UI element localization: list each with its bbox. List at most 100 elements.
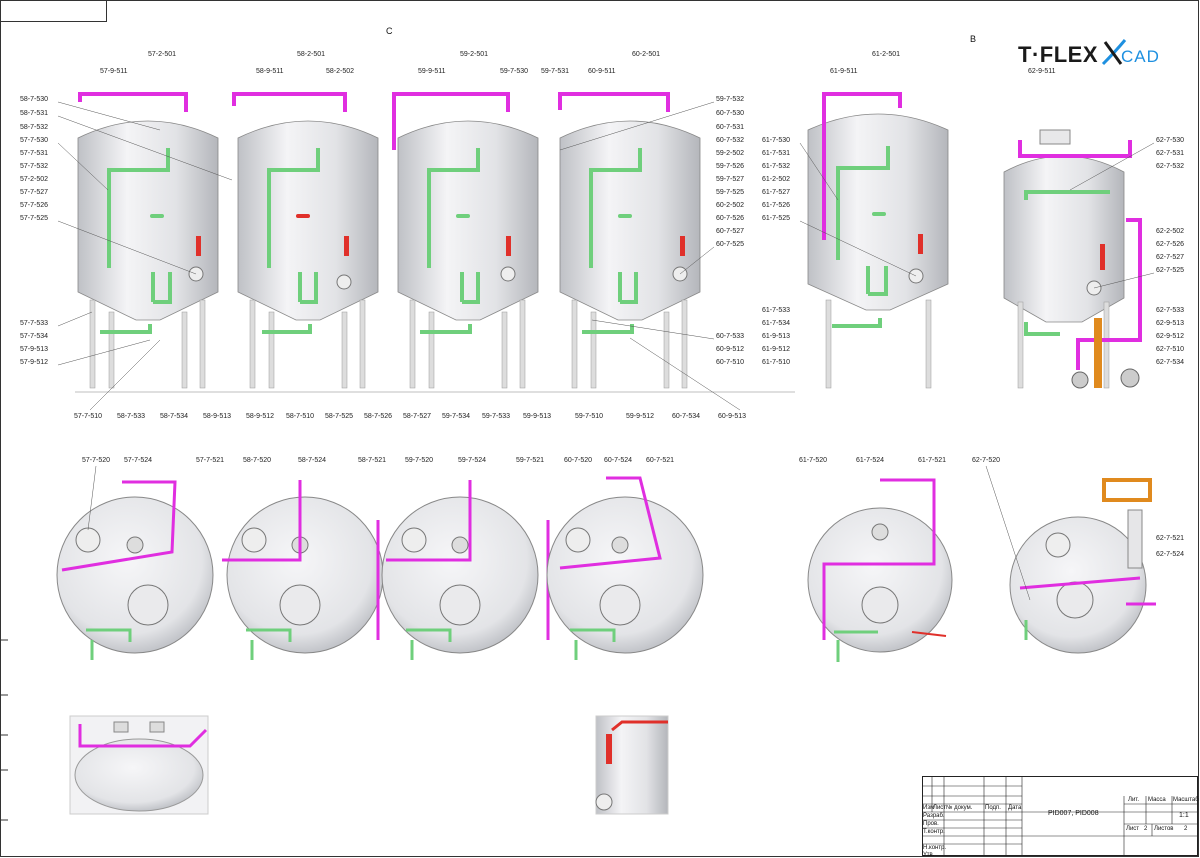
label: 59-9-512 <box>626 413 654 420</box>
label: 62-7-525 <box>1156 267 1184 274</box>
label: 58-7-532 <box>20 124 48 131</box>
label: 59-7-510 <box>575 413 603 420</box>
label: 59-7-521 <box>516 457 544 464</box>
label: 62-7-521 <box>1156 535 1184 542</box>
sheet-label: Лист <box>1126 826 1140 832</box>
sheets-label: Листов <box>1154 826 1174 832</box>
label: 57-9-511 <box>100 68 128 75</box>
labels-t57-top: 57-2-501 57-9-511 <box>100 51 176 75</box>
header-lit: Лит. <box>1128 797 1140 803</box>
tflex-logo: T·FLEX CAD <box>1018 38 1168 72</box>
labels-mid-right: 59-7-532 60-7-530 60-7-531 60-7-532 59-2… <box>716 96 744 248</box>
labels-t58-top: 58-2-501 58-9-511 58-2-502 <box>256 51 354 75</box>
label: 62-7-520 <box>972 457 1000 464</box>
label: 62-7-527 <box>1156 254 1184 261</box>
title-block: Изм Лист № докум. Подп. Дата Разраб. Про… <box>922 776 1199 858</box>
logo-swoosh-icon <box>1101 39 1127 66</box>
row-prov: Пров. <box>923 821 939 827</box>
label: 57-7-520 <box>82 457 110 464</box>
label: 59-7-532 <box>716 96 744 103</box>
label: 60-7-530 <box>716 110 744 117</box>
logo-text-cad: CAD <box>1121 47 1160 66</box>
label: 59-9-513 <box>523 413 551 420</box>
label: 58-7-527 <box>403 413 431 420</box>
label: 59-7-533 <box>482 413 510 420</box>
label: 58-7-524 <box>298 457 326 464</box>
label: 61-7-521 <box>918 457 946 464</box>
label: 62-9-513 <box>1156 320 1184 327</box>
label: 61-9-513 <box>762 333 790 340</box>
label: 62-9-512 <box>1156 333 1184 340</box>
label: 59-7-525 <box>716 189 744 196</box>
label: 59-7-530 <box>500 68 528 75</box>
label: 59-9-511 <box>418 68 446 75</box>
labels-bottom-row: 57-7-510 58-7-533 58-7-534 58-9-513 58-9… <box>74 413 746 420</box>
label: 61-7-524 <box>856 457 884 464</box>
label: 58-9-511 <box>256 68 284 75</box>
label: 57-7-510 <box>74 413 102 420</box>
tank-61-elevation <box>807 92 949 389</box>
labels-t62-top: 62-9-511 <box>1028 68 1056 75</box>
tank-61-top-view <box>807 478 953 662</box>
labels-top-views: 57-7-520 57-7-524 57-7-521 58-7-520 58-7… <box>82 457 1000 464</box>
col-doc: № докум. <box>946 805 973 811</box>
label: 59-2-501 <box>460 51 488 58</box>
label: 60-2-501 <box>632 51 660 58</box>
label: 61-7-533 <box>762 307 790 314</box>
label: 59-7-534 <box>442 413 470 420</box>
col-izm: Изм <box>923 805 935 811</box>
label: 61-2-501 <box>872 51 900 58</box>
label: 57-9-513 <box>20 346 48 353</box>
tank-59-top-view <box>381 480 550 660</box>
label: 58-7-520 <box>243 457 271 464</box>
label: 60-7-534 <box>672 413 700 420</box>
labels-t60-top: 60-2-501 60-9-511 <box>588 51 660 75</box>
label: 62-7-533 <box>1156 307 1184 314</box>
tank-62-elevation <box>1003 129 1142 389</box>
labels-t62-bottom: 62-7-533 62-9-513 62-9-512 62-7-510 62-7… <box>1156 307 1184 366</box>
label: 62-7-530 <box>1156 137 1184 144</box>
tank-57-top-view <box>56 480 214 660</box>
label: 61-7-530 <box>762 137 790 144</box>
col-date: Дата <box>1008 805 1022 811</box>
detail-view-sight-glass <box>595 715 669 815</box>
label: 57-7-534 <box>20 333 48 340</box>
label: 61-2-502 <box>762 176 790 183</box>
label: 58-2-501 <box>297 51 325 58</box>
view-label-b: B <box>970 34 976 44</box>
label: 57-7-530 <box>20 137 48 144</box>
label: 58-7-526 <box>364 413 392 420</box>
label: 60-7-533 <box>716 333 744 340</box>
label: 57-7-532 <box>20 163 48 170</box>
label: 60-7-531 <box>716 124 744 131</box>
label: 60-7-525 <box>716 241 744 248</box>
label: 57-7-531 <box>20 150 48 157</box>
labels-t62-right: 62-7-530 62-7-531 62-7-532 62-2-502 62-7… <box>1156 137 1184 274</box>
label: 58-7-510 <box>286 413 314 420</box>
label: 59-7-531 <box>541 68 569 75</box>
label: 61-7-534 <box>762 320 790 327</box>
label: 60-9-513 <box>718 413 746 420</box>
label: 58-7-525 <box>325 413 353 420</box>
leader-lines <box>57 101 1155 601</box>
labels-t61-left: 61-7-530 61-7-531 61-7-532 61-2-502 61-7… <box>762 137 790 222</box>
label: 62-7-534 <box>1156 359 1184 366</box>
tank-57-elevation <box>77 92 219 389</box>
header-masshtab: Масштаб <box>1173 797 1199 803</box>
tank-58-elevation <box>232 92 379 389</box>
label: 61-7-520 <box>799 457 827 464</box>
label: 61-7-527 <box>762 189 790 196</box>
label: 57-2-501 <box>148 51 176 58</box>
label: 62-7-531 <box>1156 150 1184 157</box>
label: 60-7-524 <box>604 457 632 464</box>
col-list: Лист <box>933 805 947 811</box>
label: 58-2-502 <box>326 68 354 75</box>
labels-left-column: 58-7-530 58-7-531 58-7-532 57-7-530 57-7… <box>20 96 48 222</box>
tank-59-elevation <box>392 92 539 389</box>
label: 60-7-532 <box>716 137 744 144</box>
label: 57-2-502 <box>20 176 48 183</box>
label: 57-9-512 <box>20 359 48 366</box>
corner-stamp <box>0 0 107 22</box>
tank-62-top-view <box>1009 478 1156 654</box>
